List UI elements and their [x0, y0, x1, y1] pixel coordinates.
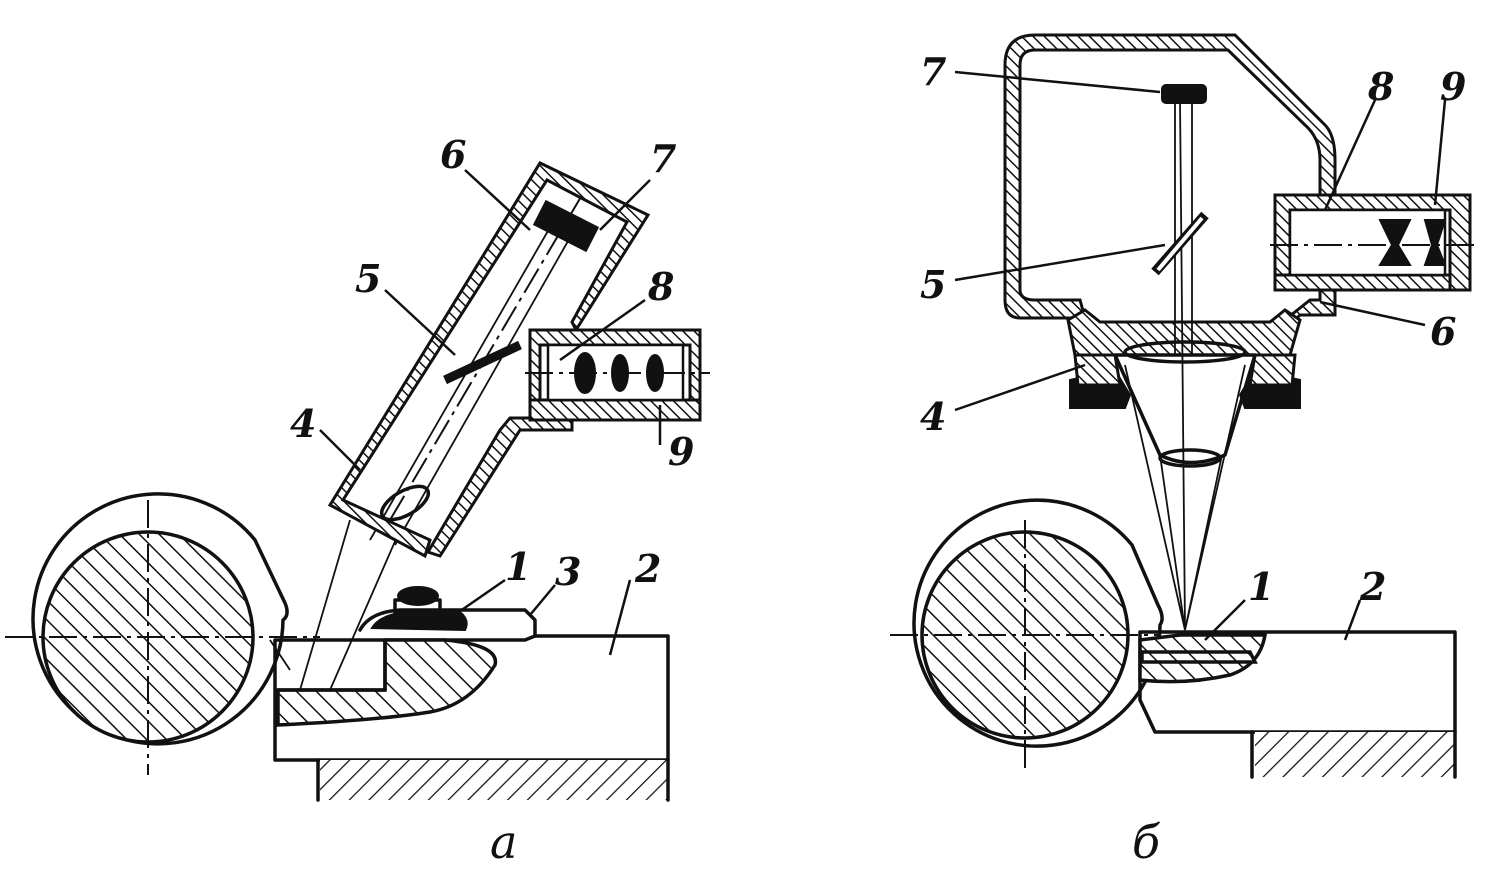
panel-b: 7 8 9 5 6 4 1 2 б	[890, 33, 1480, 869]
label-a-1: 1	[505, 544, 531, 589]
label-b-5: 5	[920, 262, 946, 307]
beam-splitter-a	[443, 340, 522, 385]
label-b-6: 6	[1430, 309, 1456, 354]
objective-lens-a	[379, 484, 431, 522]
caption-a: а	[490, 815, 517, 869]
panel-a: 6 7 5 8 4 9 1 3 2 а	[5, 132, 710, 869]
label-b-8: 8	[1367, 64, 1394, 109]
eyepiece-b	[1270, 193, 1480, 292]
label-b-7: 7	[920, 49, 946, 94]
objective-lens-b	[1123, 340, 1247, 364]
label-a-4: 4	[290, 401, 316, 446]
label-b-9: 9	[1440, 64, 1466, 109]
eyepiece-a	[525, 328, 710, 422]
caption-b: б	[1132, 815, 1161, 869]
label-b-4: 4	[920, 394, 946, 439]
label-a-9: 9	[668, 429, 694, 474]
label-a-3: 3	[555, 549, 581, 594]
label-b-2: 2	[1359, 564, 1386, 609]
label-a-6: 6	[440, 132, 466, 177]
label-b-1: 1	[1248, 564, 1274, 609]
label-a-2: 2	[634, 546, 661, 591]
base-ground-b	[1255, 732, 1455, 777]
workpiece-b	[1138, 630, 1457, 779]
workpiece-a	[273, 634, 670, 802]
lamp-b	[1161, 84, 1207, 104]
clamp-a	[358, 586, 537, 638]
base-ground-a	[320, 760, 668, 800]
label-a-5: 5	[355, 256, 381, 301]
microscope-a	[269, 161, 710, 691]
roller-a	[31, 492, 289, 775]
label-a-7: 7	[650, 136, 676, 181]
microscope-b	[1003, 33, 1480, 631]
label-a-8: 8	[647, 264, 674, 309]
lamp-a	[532, 199, 600, 253]
